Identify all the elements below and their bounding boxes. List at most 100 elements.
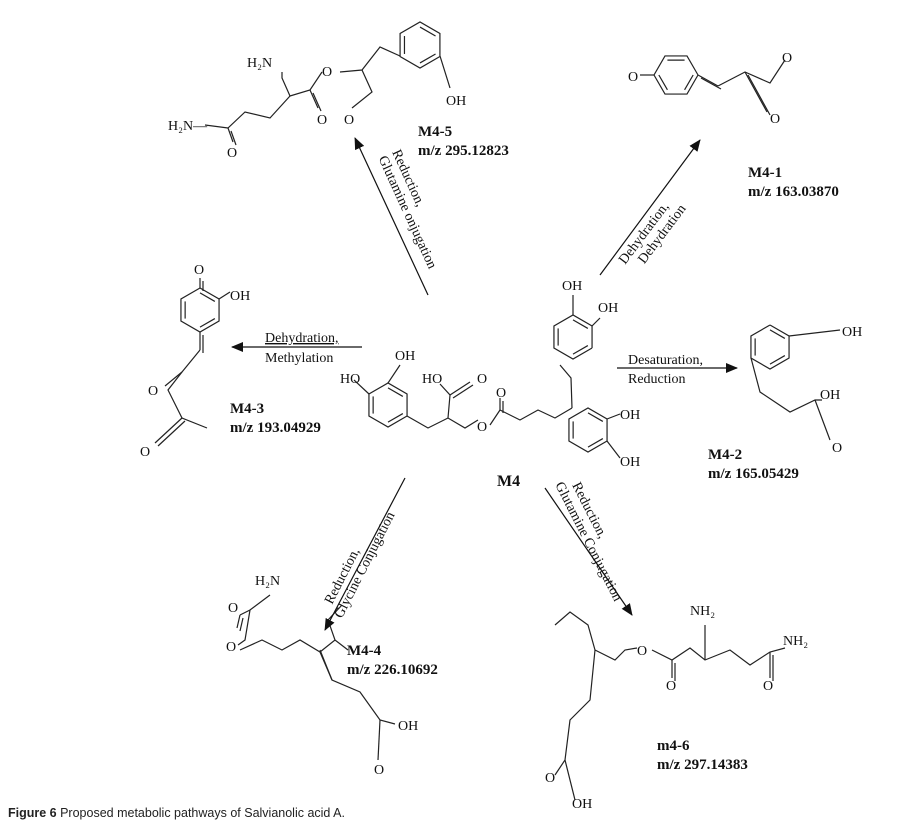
atom: OH (572, 797, 592, 812)
bond (606, 440, 621, 459)
bond (164, 371, 183, 387)
atom: OH (620, 408, 640, 423)
atom: HO (422, 372, 442, 387)
bond (717, 59, 786, 87)
arrow-to-m4-1 (599, 139, 701, 276)
bond (750, 324, 790, 370)
atom: O (496, 386, 506, 401)
bond (218, 291, 231, 300)
atom: H₂N (255, 574, 280, 589)
atom: O (832, 441, 842, 456)
bond (227, 127, 234, 143)
bond (368, 382, 408, 428)
atom: OH (398, 719, 418, 734)
atom: H₂N (247, 56, 272, 71)
atom: O (477, 372, 487, 387)
atom: OH (598, 301, 618, 316)
bond (239, 594, 271, 616)
atom: OH (562, 279, 582, 294)
bond (439, 383, 451, 419)
bond (658, 74, 668, 91)
atom: O (782, 51, 792, 66)
mz-m4-4: m/z 226.10692 (347, 662, 438, 678)
reaction-label-m4-5: Reduction,Glutamine onjugation (375, 147, 453, 271)
bond (788, 329, 841, 337)
atom: NH₂ (783, 634, 808, 649)
bond (353, 379, 370, 395)
mz-m4-6: m/z 297.14383 (657, 757, 748, 773)
figure-caption: Figure 6 Proposed metabolic pathways of … (8, 806, 345, 820)
atom: O (344, 113, 354, 128)
bond (387, 364, 401, 384)
bond (452, 384, 474, 399)
bond (587, 438, 604, 448)
chemical-structures (154, 21, 841, 801)
bond (572, 319, 589, 329)
bond (387, 387, 404, 397)
bond (559, 364, 573, 409)
atom: OH (620, 455, 640, 470)
label-m4-2: M4-2 (708, 447, 742, 463)
bond (591, 317, 601, 327)
bond (236, 614, 241, 629)
bond (651, 647, 786, 666)
atom: O (770, 112, 780, 127)
bond (312, 92, 322, 112)
atom: OH (842, 325, 862, 340)
bond (406, 415, 479, 429)
bond (419, 53, 436, 64)
atom: O (227, 146, 237, 161)
atom: O (226, 640, 236, 655)
atom: O (666, 679, 676, 694)
bond (700, 77, 722, 90)
bond (744, 71, 768, 113)
bond (199, 318, 216, 328)
atom: O (317, 113, 327, 128)
bond (309, 89, 319, 109)
bond (697, 74, 719, 87)
reaction-label-m4-6: Reduction,Glutamine Conjugation (551, 473, 638, 604)
bond (572, 345, 589, 355)
atom: H₂N— (168, 119, 208, 134)
bond (489, 409, 501, 426)
bond (319, 649, 333, 681)
mz-m4-2: m/z 165.05429 (708, 466, 799, 482)
bond (439, 55, 451, 89)
mz-m4-3: m/z 193.04929 (230, 420, 321, 436)
atom: O (637, 644, 647, 659)
bond (377, 719, 381, 761)
atom: O (322, 65, 332, 80)
label-m4-3: M4-3 (230, 401, 264, 417)
arrow-to-m4-5 (354, 137, 429, 296)
bond (351, 69, 373, 109)
atom: O (763, 679, 773, 694)
reaction-label-m4-3: Dehydration, (265, 331, 338, 346)
bond (814, 399, 831, 441)
bond (387, 413, 404, 423)
bond (399, 21, 441, 69)
atom: O (374, 763, 384, 778)
bond (564, 759, 576, 801)
atom: OH (446, 94, 466, 109)
bond (449, 381, 471, 396)
label-m4-6: m4-6 (657, 738, 690, 754)
atom: O (140, 445, 150, 460)
bond (568, 407, 608, 453)
bond (239, 639, 349, 653)
bond (230, 130, 237, 146)
bond (499, 407, 573, 421)
bond (419, 26, 436, 37)
label-m4-1: M4-1 (748, 165, 782, 181)
bond (227, 95, 291, 129)
bond (167, 349, 208, 429)
atom: O (545, 771, 555, 786)
bond (204, 124, 229, 129)
bond (239, 617, 244, 632)
reaction-label-m4-2b: Reduction (628, 372, 686, 387)
mz-m4-1: m/z 163.03870 (748, 184, 839, 200)
label-m4-5: M4-5 (418, 124, 452, 140)
bond (180, 287, 220, 333)
atom: HO (340, 372, 360, 387)
bond (747, 74, 771, 116)
